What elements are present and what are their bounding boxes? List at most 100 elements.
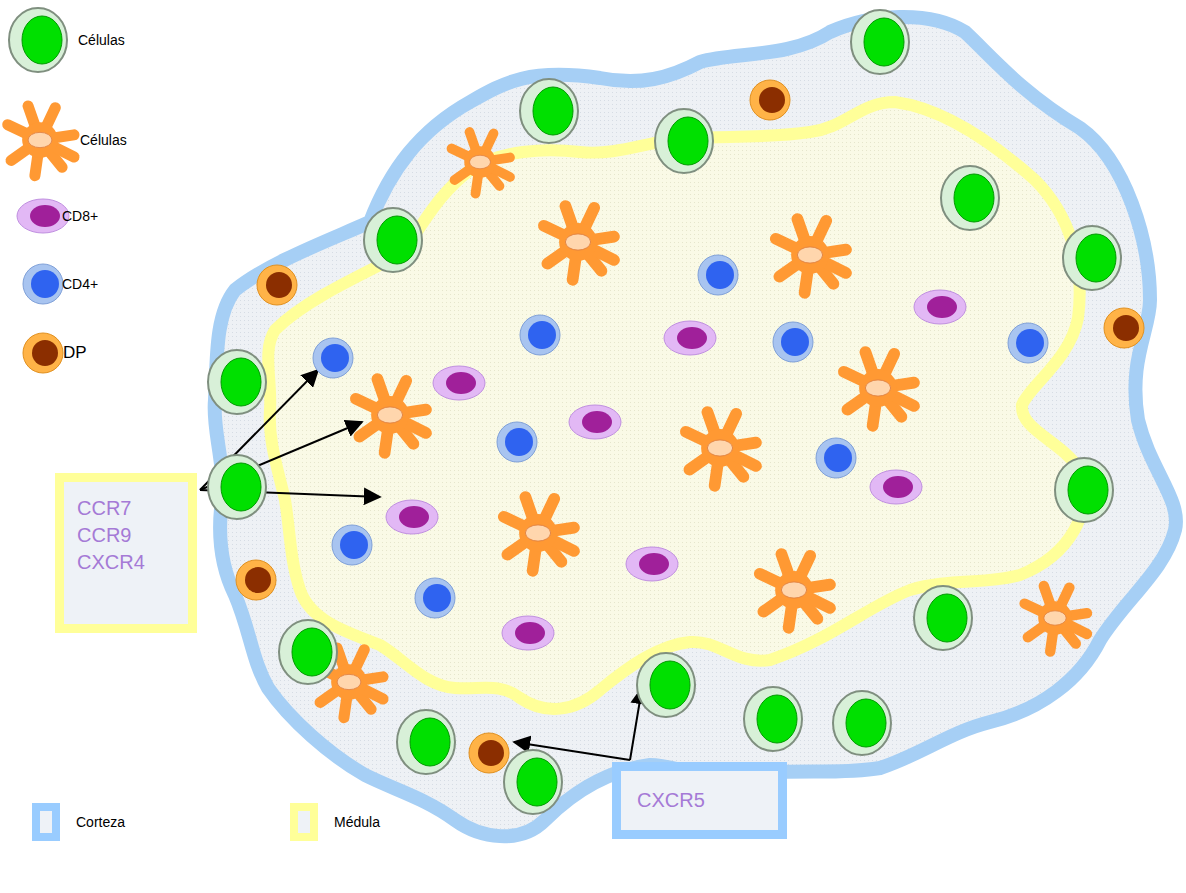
cell-nucleus: [221, 463, 261, 511]
dp-cell: [257, 265, 297, 305]
cd8-cell: [569, 405, 621, 439]
cell-membrane: [208, 455, 266, 519]
cell-nucleus: [470, 155, 491, 169]
cell-nucleus: [266, 272, 292, 298]
cell-nucleus: [410, 718, 450, 766]
legend-swatch: [32, 803, 60, 841]
cd4-cell: [497, 422, 537, 462]
cell-membrane: [773, 322, 813, 362]
cell-nucleus: [221, 358, 261, 406]
epithelial-cell: [914, 586, 972, 650]
cell-membrane: [1055, 458, 1113, 522]
cell-nucleus: [824, 444, 852, 472]
cell-membrane: [851, 10, 909, 74]
cell-body: [519, 514, 557, 552]
dp-cell: [469, 733, 509, 773]
cell-nucleus: [864, 18, 904, 66]
cd8-cell: [870, 470, 922, 504]
chemokine-box: CXCR5: [612, 762, 787, 839]
dendritic-cell: [1025, 586, 1087, 652]
dp-cell: [236, 560, 276, 600]
cd4-cell: [698, 255, 738, 295]
cell-nucleus: [781, 328, 809, 356]
dendritic-cell: [544, 206, 614, 280]
dendritic-cell: [776, 219, 846, 293]
epithelial-cell: [655, 109, 713, 173]
cell-nucleus: [399, 506, 429, 528]
cell-membrane: [23, 264, 63, 304]
cell-membrane: [257, 265, 297, 305]
legend-label: Células: [80, 132, 127, 148]
cd4-cell: [415, 578, 455, 618]
cell-body: [791, 236, 829, 274]
cell-nucleus: [565, 234, 590, 250]
cell-body: [1038, 601, 1072, 635]
cell-nucleus: [781, 582, 806, 598]
cell-membrane: [313, 338, 353, 378]
cell-membrane: [279, 620, 337, 684]
cell-nucleus: [1076, 234, 1116, 282]
cell-membrane: [469, 733, 509, 773]
epithelial-cell: [1055, 458, 1113, 522]
cell-nucleus: [757, 695, 797, 743]
cell-membrane: [750, 80, 790, 120]
epithelial-cell: [520, 79, 578, 143]
cell-membrane: [744, 687, 802, 751]
cell-nucleus: [533, 87, 573, 135]
cell-nucleus: [954, 174, 994, 222]
legend-label: CD4+: [62, 276, 98, 292]
cell-membrane: [433, 366, 485, 400]
cell-membrane: [364, 208, 422, 272]
cell-nucleus: [1044, 611, 1066, 625]
cell-nucleus: [478, 740, 504, 766]
cd8-cell: [664, 321, 716, 355]
cd8-cell: [626, 547, 678, 581]
cell-membrane: [1063, 226, 1121, 290]
cell-nucleus: [677, 327, 707, 349]
cell-membrane: [941, 166, 999, 230]
epithelial-cell: [833, 691, 891, 755]
cd4-cell: [23, 264, 63, 304]
cell-nucleus: [846, 699, 886, 747]
cell-body: [775, 571, 813, 609]
cell-body: [22, 122, 58, 158]
cell-membrane: [626, 547, 678, 581]
epithelial-cell: [941, 166, 999, 230]
cd8-cell: [914, 290, 966, 324]
chemokine-label: CXCR5: [637, 787, 762, 814]
cell-membrane: [497, 422, 537, 462]
cd8-cell: [17, 199, 69, 233]
cell-membrane: [520, 79, 578, 143]
cell-nucleus: [1068, 466, 1108, 514]
cell-nucleus: [797, 247, 822, 263]
cell-nucleus: [517, 758, 557, 806]
cell-nucleus: [446, 372, 476, 394]
cd8-cell: [386, 500, 438, 534]
cell-membrane: [569, 405, 621, 439]
cell-nucleus: [1016, 329, 1044, 357]
chemokine-label: CCR7 CCR9 CXCR4: [77, 495, 145, 576]
cell-nucleus: [528, 321, 556, 349]
dp-cell: [1104, 308, 1144, 348]
cell-membrane: [914, 586, 972, 650]
cell-nucleus: [927, 594, 967, 642]
cell-membrane: [502, 616, 554, 650]
cell-membrane: [520, 315, 560, 355]
cell-nucleus: [525, 525, 550, 541]
dendritic-cell: [8, 106, 74, 176]
cell-membrane: [23, 333, 63, 373]
cell-membrane: [17, 199, 69, 233]
cell-nucleus: [650, 661, 690, 709]
epithelial-cell: [637, 653, 695, 717]
cell-body: [859, 369, 897, 407]
cell-membrane: [397, 710, 455, 774]
dendritic-cell: [504, 497, 574, 571]
cell-body: [331, 664, 367, 700]
cell-nucleus: [377, 216, 417, 264]
epithelial-cell: [744, 687, 802, 751]
cell-nucleus: [337, 674, 361, 689]
cell-body: [464, 146, 496, 178]
cell-membrane: [833, 691, 891, 755]
